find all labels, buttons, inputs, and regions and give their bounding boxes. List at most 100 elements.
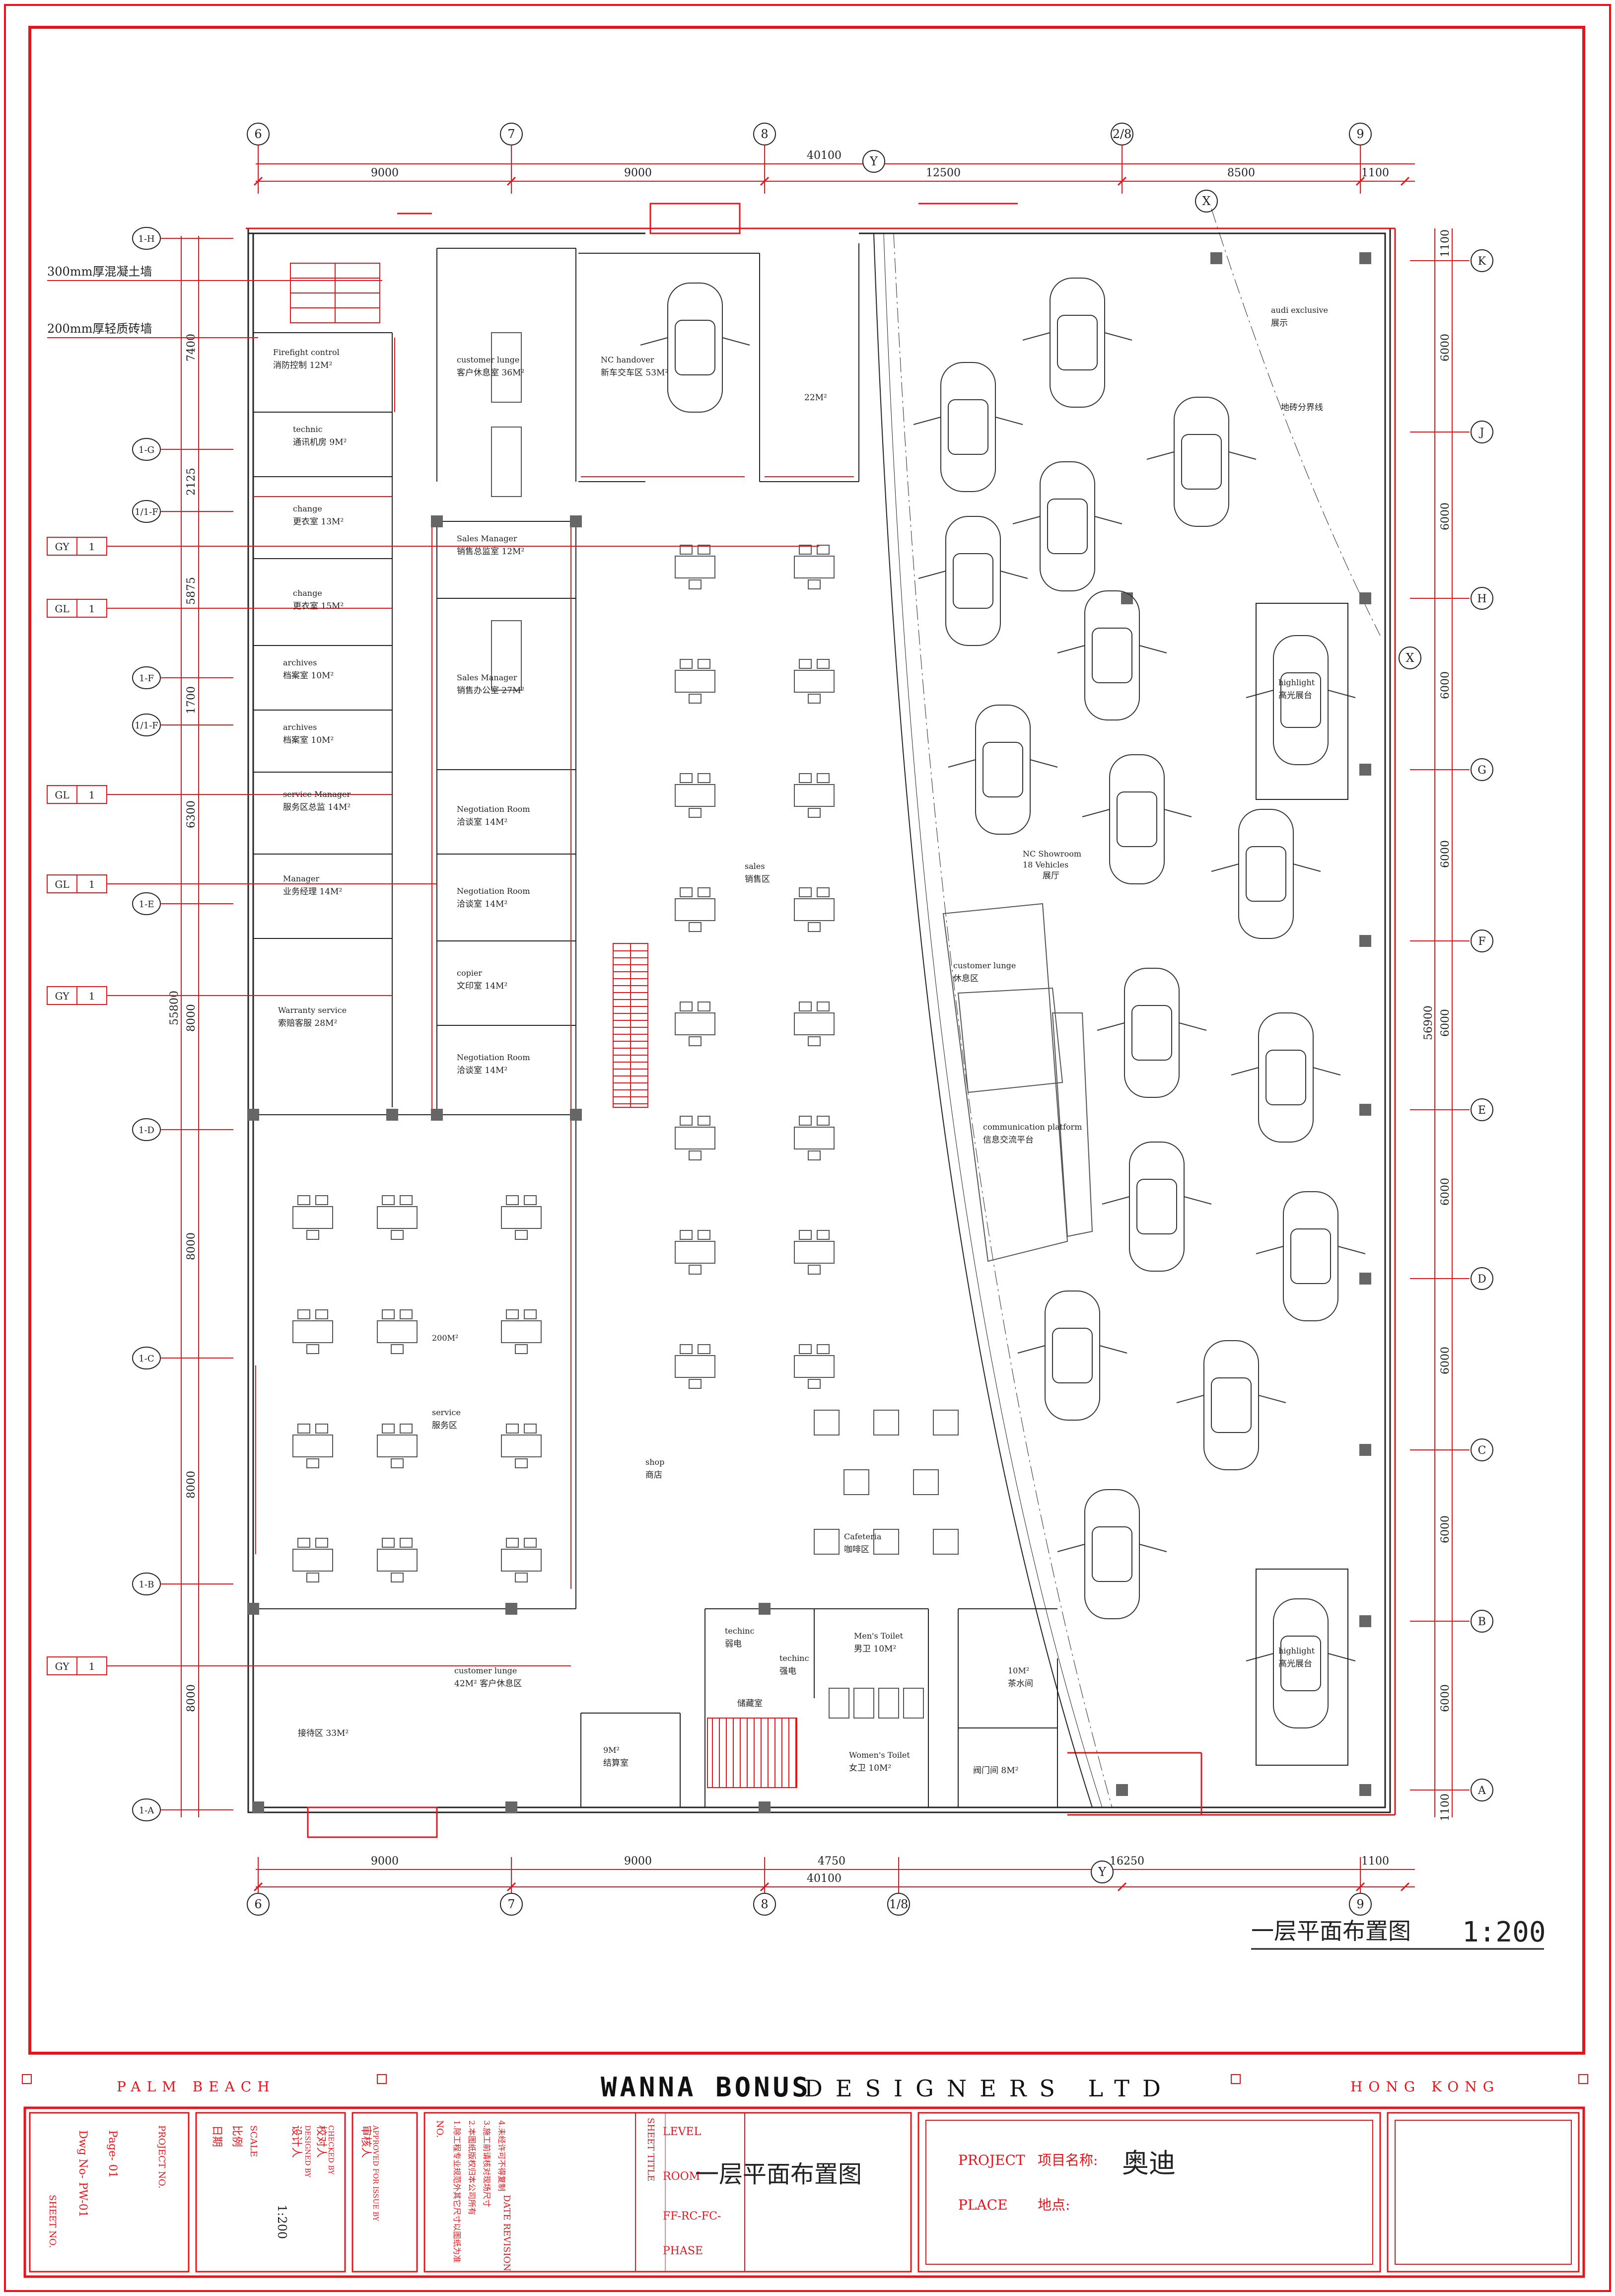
chair [400, 1309, 413, 1319]
grid-col-top-label: Y [869, 154, 878, 168]
chair [506, 1195, 519, 1205]
room-name-en: highlight [1278, 678, 1315, 687]
grid-row-left-label: 1-D [139, 1125, 154, 1136]
chair [524, 1195, 537, 1205]
column [1359, 764, 1371, 776]
grid-col-top-label: 2/8 [1113, 127, 1132, 141]
stair-bottom [707, 1718, 797, 1788]
chair [799, 1344, 812, 1354]
grid-row-right-bubble [1471, 1438, 1493, 1461]
desk [675, 1355, 715, 1378]
room-name-cn: 阀门间 8M² [973, 1766, 1018, 1776]
desk [292, 1435, 333, 1457]
room-name-cn: 高光展台 [1278, 1659, 1312, 1669]
chair [689, 922, 702, 932]
desk [794, 1127, 835, 1149]
car-cabin [1131, 1005, 1172, 1061]
project-no-label: PROJECT NO. [156, 2125, 167, 2188]
grid-col-bottom: 6 [247, 1893, 270, 1916]
room-name-en: audi exclusive [1271, 305, 1328, 315]
left-dim-label: 5875 [185, 577, 198, 605]
callout-code-box [47, 874, 77, 893]
grid-col-bottom-circle [1091, 1861, 1114, 1883]
place-label: PLACE [958, 2197, 1008, 2213]
callout-code: GL [47, 785, 77, 804]
left-dim-label: 8000 [185, 1232, 198, 1260]
chair [799, 1230, 812, 1240]
desk-set [292, 1538, 333, 1582]
grid-col-bottom-label: 7 [507, 1897, 515, 1911]
car-door [1057, 645, 1085, 653]
chair [515, 1344, 528, 1354]
column [431, 515, 443, 527]
callout-code-label: GL [55, 878, 69, 890]
chair [306, 1573, 319, 1582]
left-dim-label: 1700 [185, 686, 198, 714]
car-door [1328, 1653, 1356, 1661]
desk [675, 898, 715, 921]
bottom-dim-label: 4750 [818, 1855, 845, 1867]
desk-set [377, 1538, 418, 1582]
room-name-en: archives [283, 658, 317, 667]
chair [515, 1458, 528, 1468]
car-door [1094, 516, 1123, 524]
room-name-cn: 索赔客服 28M² [278, 1018, 337, 1028]
chair [808, 922, 821, 932]
cafe-table [873, 1529, 899, 1555]
chair [808, 694, 821, 704]
meeting-table [491, 332, 522, 403]
grid-row-left: 1-G [132, 438, 233, 461]
callout-code-label: GL [55, 603, 69, 615]
car-cabin [1280, 1636, 1321, 1691]
grid-col-top: 2/8 [1111, 123, 1133, 145]
car-door [1017, 1345, 1046, 1354]
desk-set [794, 1230, 835, 1275]
grid-row-right: C [1410, 1438, 1493, 1461]
designed-by-label: DESIGNED BY [303, 2125, 311, 2178]
room-name-en: copier [457, 968, 482, 978]
drawing-border [28, 26, 1585, 2055]
callout-code-label: GY [55, 1660, 70, 1672]
car-door [1139, 645, 1167, 653]
page-no: Page- 01 [106, 2130, 119, 2178]
desk-set [794, 1344, 835, 1389]
room-name-cn: 展厅 [1043, 871, 1059, 881]
chair [400, 1195, 413, 1205]
level-label: LEVEL [663, 2126, 702, 2138]
column [759, 1603, 771, 1615]
desk [675, 556, 715, 578]
chair [680, 659, 693, 669]
grid-row-right-bubble [1471, 1610, 1493, 1633]
car-body [1283, 1191, 1338, 1321]
toilet-stall [853, 1688, 874, 1719]
section-mark-circle [1399, 646, 1421, 669]
desk [794, 556, 835, 578]
desk-set [675, 545, 715, 589]
column [505, 1603, 517, 1615]
bottom-dimension-labels: 9000 9000 4750 40100 16250 1100 [371, 1855, 1389, 1885]
cafe-table [873, 1410, 899, 1435]
room-name-en: 9M² [603, 1745, 620, 1755]
desk [292, 1320, 333, 1343]
car-door [1000, 571, 1028, 579]
column [1359, 1104, 1371, 1116]
car-door [1146, 451, 1175, 460]
desk [377, 1435, 418, 1457]
grid-row-left-label: 1-B [139, 1579, 154, 1590]
desk [501, 1320, 542, 1343]
desk [675, 784, 715, 807]
desk-set [794, 659, 835, 704]
checked-by-label: CHECKED BY [327, 2125, 335, 2175]
grid-row-right-bubble [1471, 587, 1493, 610]
wall-notes: 300mm厚混凝土墙 200mm厚轻质砖墙 [47, 265, 152, 336]
right-dim-label: 6000 [1439, 671, 1452, 699]
car [1082, 754, 1192, 884]
